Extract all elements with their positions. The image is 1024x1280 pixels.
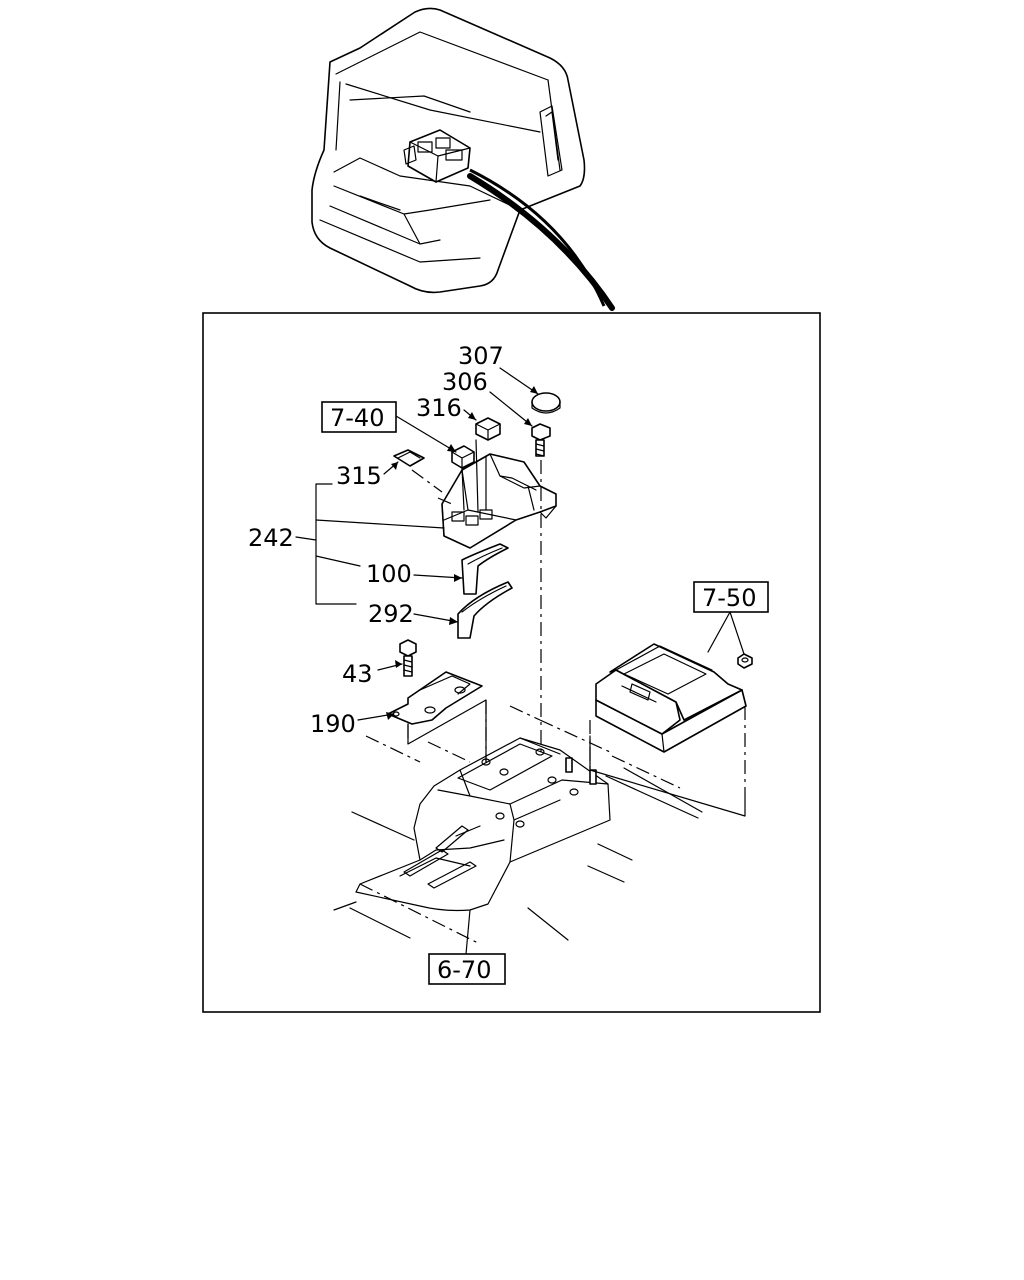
part-bracket-clip — [451, 445, 475, 469]
reference-box-7-40: 7-40 — [321, 401, 397, 433]
callout-labels: 307 306 316 315 242 100 292 43 190 — [248, 342, 504, 738]
detail-frame — [202, 312, 821, 1013]
part-315-pad — [393, 449, 425, 467]
part-floor-console-base — [333, 737, 703, 941]
callout-190: 190 — [310, 710, 356, 738]
callout-100: 100 — [366, 560, 412, 588]
reference-box-7-50: 7-50 — [693, 581, 769, 613]
part-316-clip — [475, 417, 501, 441]
callout-292: 292 — [368, 600, 414, 628]
callout-306: 306 — [442, 368, 488, 396]
part-307-cap — [531, 392, 561, 414]
callout-43: 43 — [342, 660, 373, 688]
part-190-bracket — [387, 671, 483, 725]
ref-label-7-40: 7-40 — [330, 404, 384, 432]
part-306-bolt — [531, 423, 551, 457]
reference-box-6-70: 6-70 — [428, 953, 506, 985]
part-100-trim — [461, 543, 509, 595]
ref-label-6-70: 6-70 — [437, 956, 491, 984]
callout-315: 315 — [336, 462, 382, 490]
part-43-bolt — [399, 639, 417, 677]
part-292-trim — [457, 581, 513, 639]
callout-316: 316 — [416, 394, 462, 422]
ref-label-7-50: 7-50 — [702, 584, 756, 612]
part-control-unit-box — [595, 643, 753, 753]
cab-overview-illustration — [311, 7, 615, 311]
callout-242: 242 — [248, 524, 294, 552]
arrowheads — [386, 386, 538, 720]
callout-307: 307 — [458, 342, 504, 370]
alignment-lines — [359, 439, 746, 945]
part-242-console-cover — [441, 453, 557, 549]
